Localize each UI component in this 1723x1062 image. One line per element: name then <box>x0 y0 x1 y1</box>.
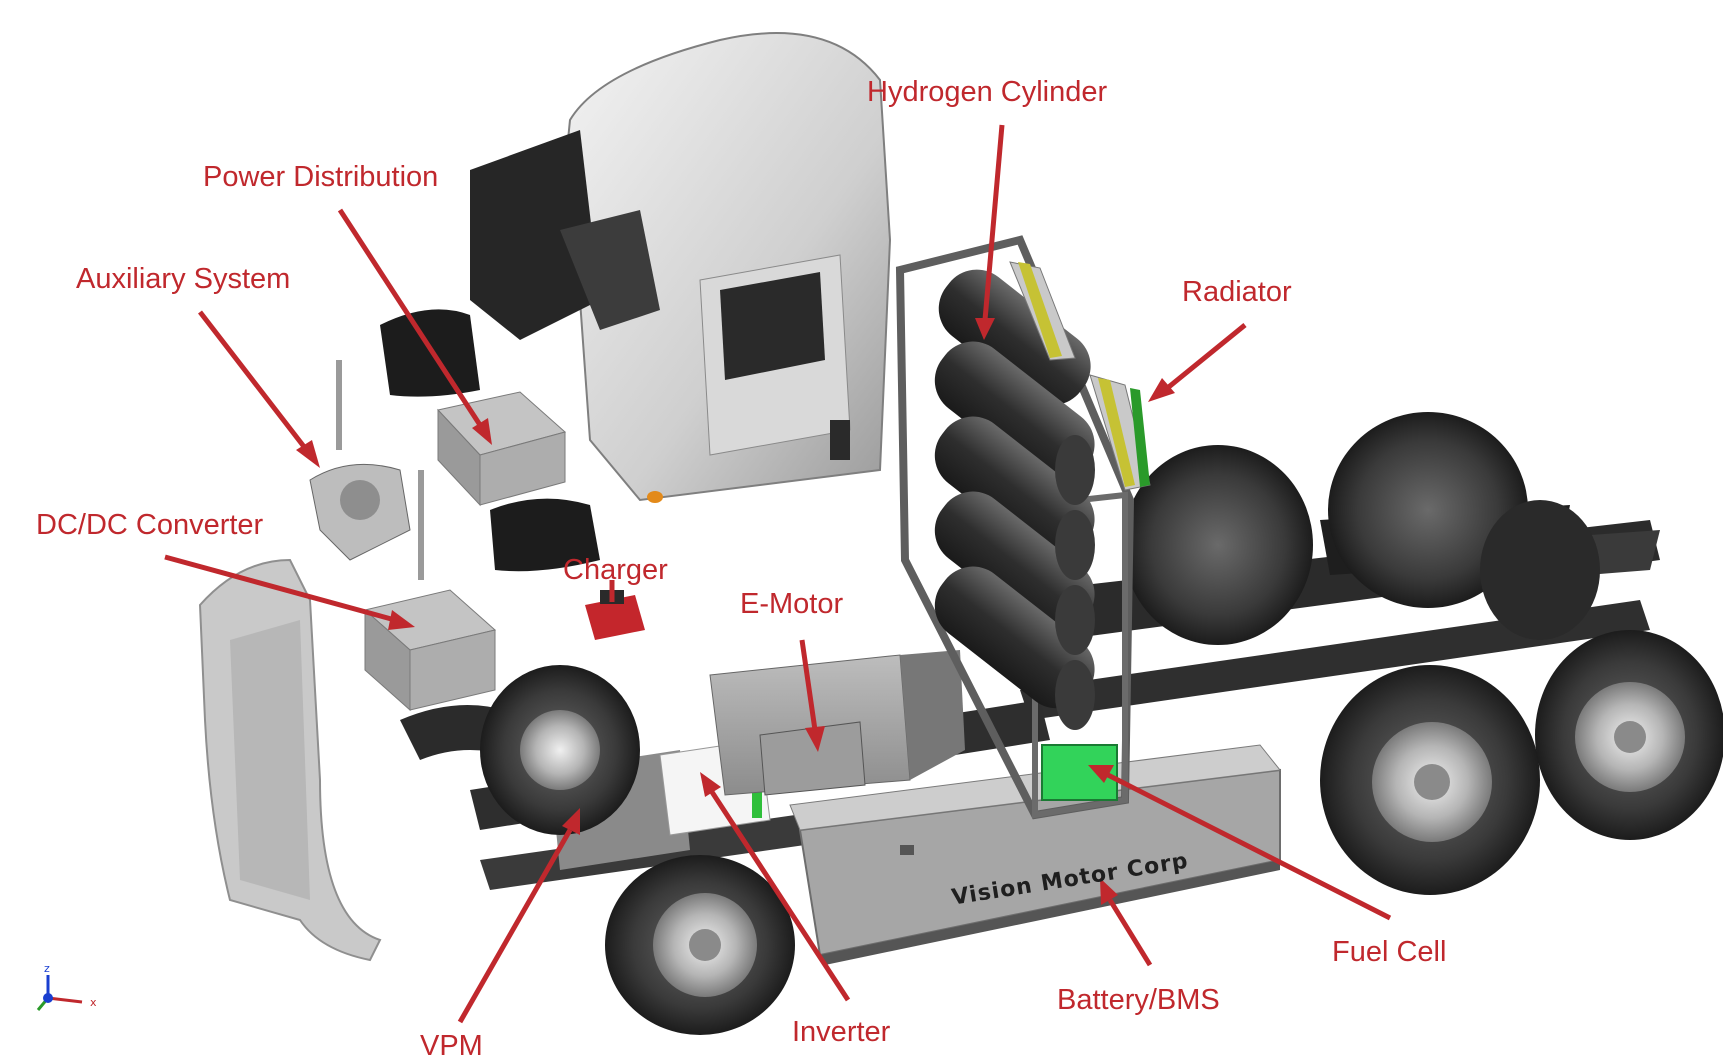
arrow-battery-bms <box>1107 898 1153 967</box>
label-power-distribution: Power Distribution <box>203 161 439 193</box>
rear-tires-back <box>1123 412 1600 645</box>
e-motor-housing <box>709 650 965 796</box>
arrow-dc-dc-converter <box>164 554 396 623</box>
arrow-head-dc-dc-converter <box>388 610 415 630</box>
label-charger: Charger <box>563 554 668 586</box>
axis-triad-icon: z x <box>36 962 97 1011</box>
arrow-head-fuel-cell <box>1088 765 1114 783</box>
charger-part <box>585 590 645 640</box>
arrow-hydrogen-cylinder <box>982 124 1005 321</box>
power-distribution-box <box>437 391 567 507</box>
cab <box>470 32 892 503</box>
hydrogen-rack <box>895 235 1135 820</box>
label-dc-dc-converter: DC/DC Converter <box>36 509 264 541</box>
arrow-head-power-distribution <box>472 418 492 445</box>
axis-x-label: x <box>90 996 97 1009</box>
label-inverter: Inverter <box>792 1016 891 1048</box>
rear-tires-front <box>1320 630 1723 895</box>
axis-z-label: z <box>44 962 50 975</box>
arrow-vpm <box>457 828 573 1024</box>
label-hydrogen-cylinder: Hydrogen Cylinder <box>867 76 1108 108</box>
arrow-head-inverter <box>700 772 721 797</box>
dc-dc-converter-box <box>363 589 497 712</box>
arrow-inverter <box>709 790 851 1002</box>
cab-steps <box>380 309 600 572</box>
arrow-head-auxiliary-system <box>296 440 320 468</box>
arrow-head-vpm <box>562 808 580 835</box>
label-battery-bms: Battery/BMS <box>1057 984 1220 1016</box>
arrow-radiator <box>1163 323 1247 392</box>
label-vpm: VPM <box>420 1030 483 1062</box>
arrow-head-e-motor <box>805 726 825 752</box>
arrow-head-battery-bms <box>1100 878 1118 905</box>
arrow-head-radiator <box>1148 378 1175 402</box>
label-e-motor: E-Motor <box>740 588 844 620</box>
callout-arrows <box>164 124 1392 1024</box>
front-tires <box>480 665 795 1035</box>
label-fuel-cell: Fuel Cell <box>1332 936 1447 968</box>
label-radiator: Radiator <box>1182 276 1292 308</box>
label-auxiliary-system: Auxiliary System <box>76 263 291 295</box>
arrow-e-motor <box>799 639 818 731</box>
radiators <box>1009 261 1151 491</box>
arrow-head-hydrogen-cylinder <box>975 318 995 340</box>
arrow-power-distribution <box>337 208 483 427</box>
auxiliary-system-part <box>309 360 424 580</box>
arrow-auxiliary-system <box>198 310 307 450</box>
arrow-fuel-cell <box>1106 772 1392 921</box>
